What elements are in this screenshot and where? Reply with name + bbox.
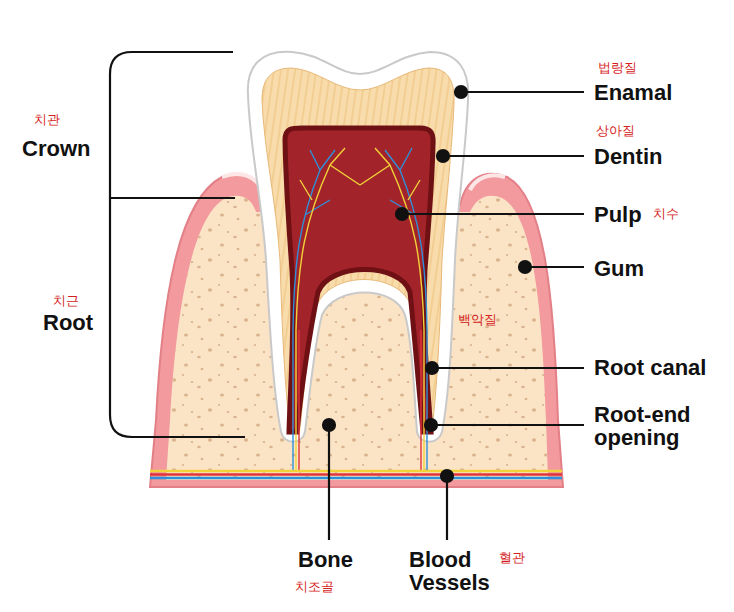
part-name: Dentin (594, 145, 662, 168)
leader-line (323, 86, 584, 540)
part-name: Root (43, 311, 93, 334)
korean-label: 치근 (53, 294, 79, 308)
part-name: Blood Vessels (409, 548, 509, 594)
part-name: Root-end opening (594, 403, 729, 449)
part-name: Bone (298, 548, 353, 571)
korean-label: 상아질 (596, 124, 635, 138)
korean-label: 치수 (653, 207, 679, 221)
korean-label: 치조골 (295, 580, 334, 594)
part-name: Crown (22, 137, 90, 160)
part-name: Gum (594, 257, 644, 280)
korean-label: 치관 (34, 113, 60, 127)
part-name: Pulp (594, 203, 642, 226)
korean-label: 백악질 (458, 313, 497, 327)
bracket (110, 52, 245, 437)
korean-label: 법랑질 (598, 61, 637, 75)
korean-label: 혈관 (499, 551, 525, 565)
part-name: Enamal (594, 81, 672, 104)
part-name: Root canal (594, 356, 706, 379)
